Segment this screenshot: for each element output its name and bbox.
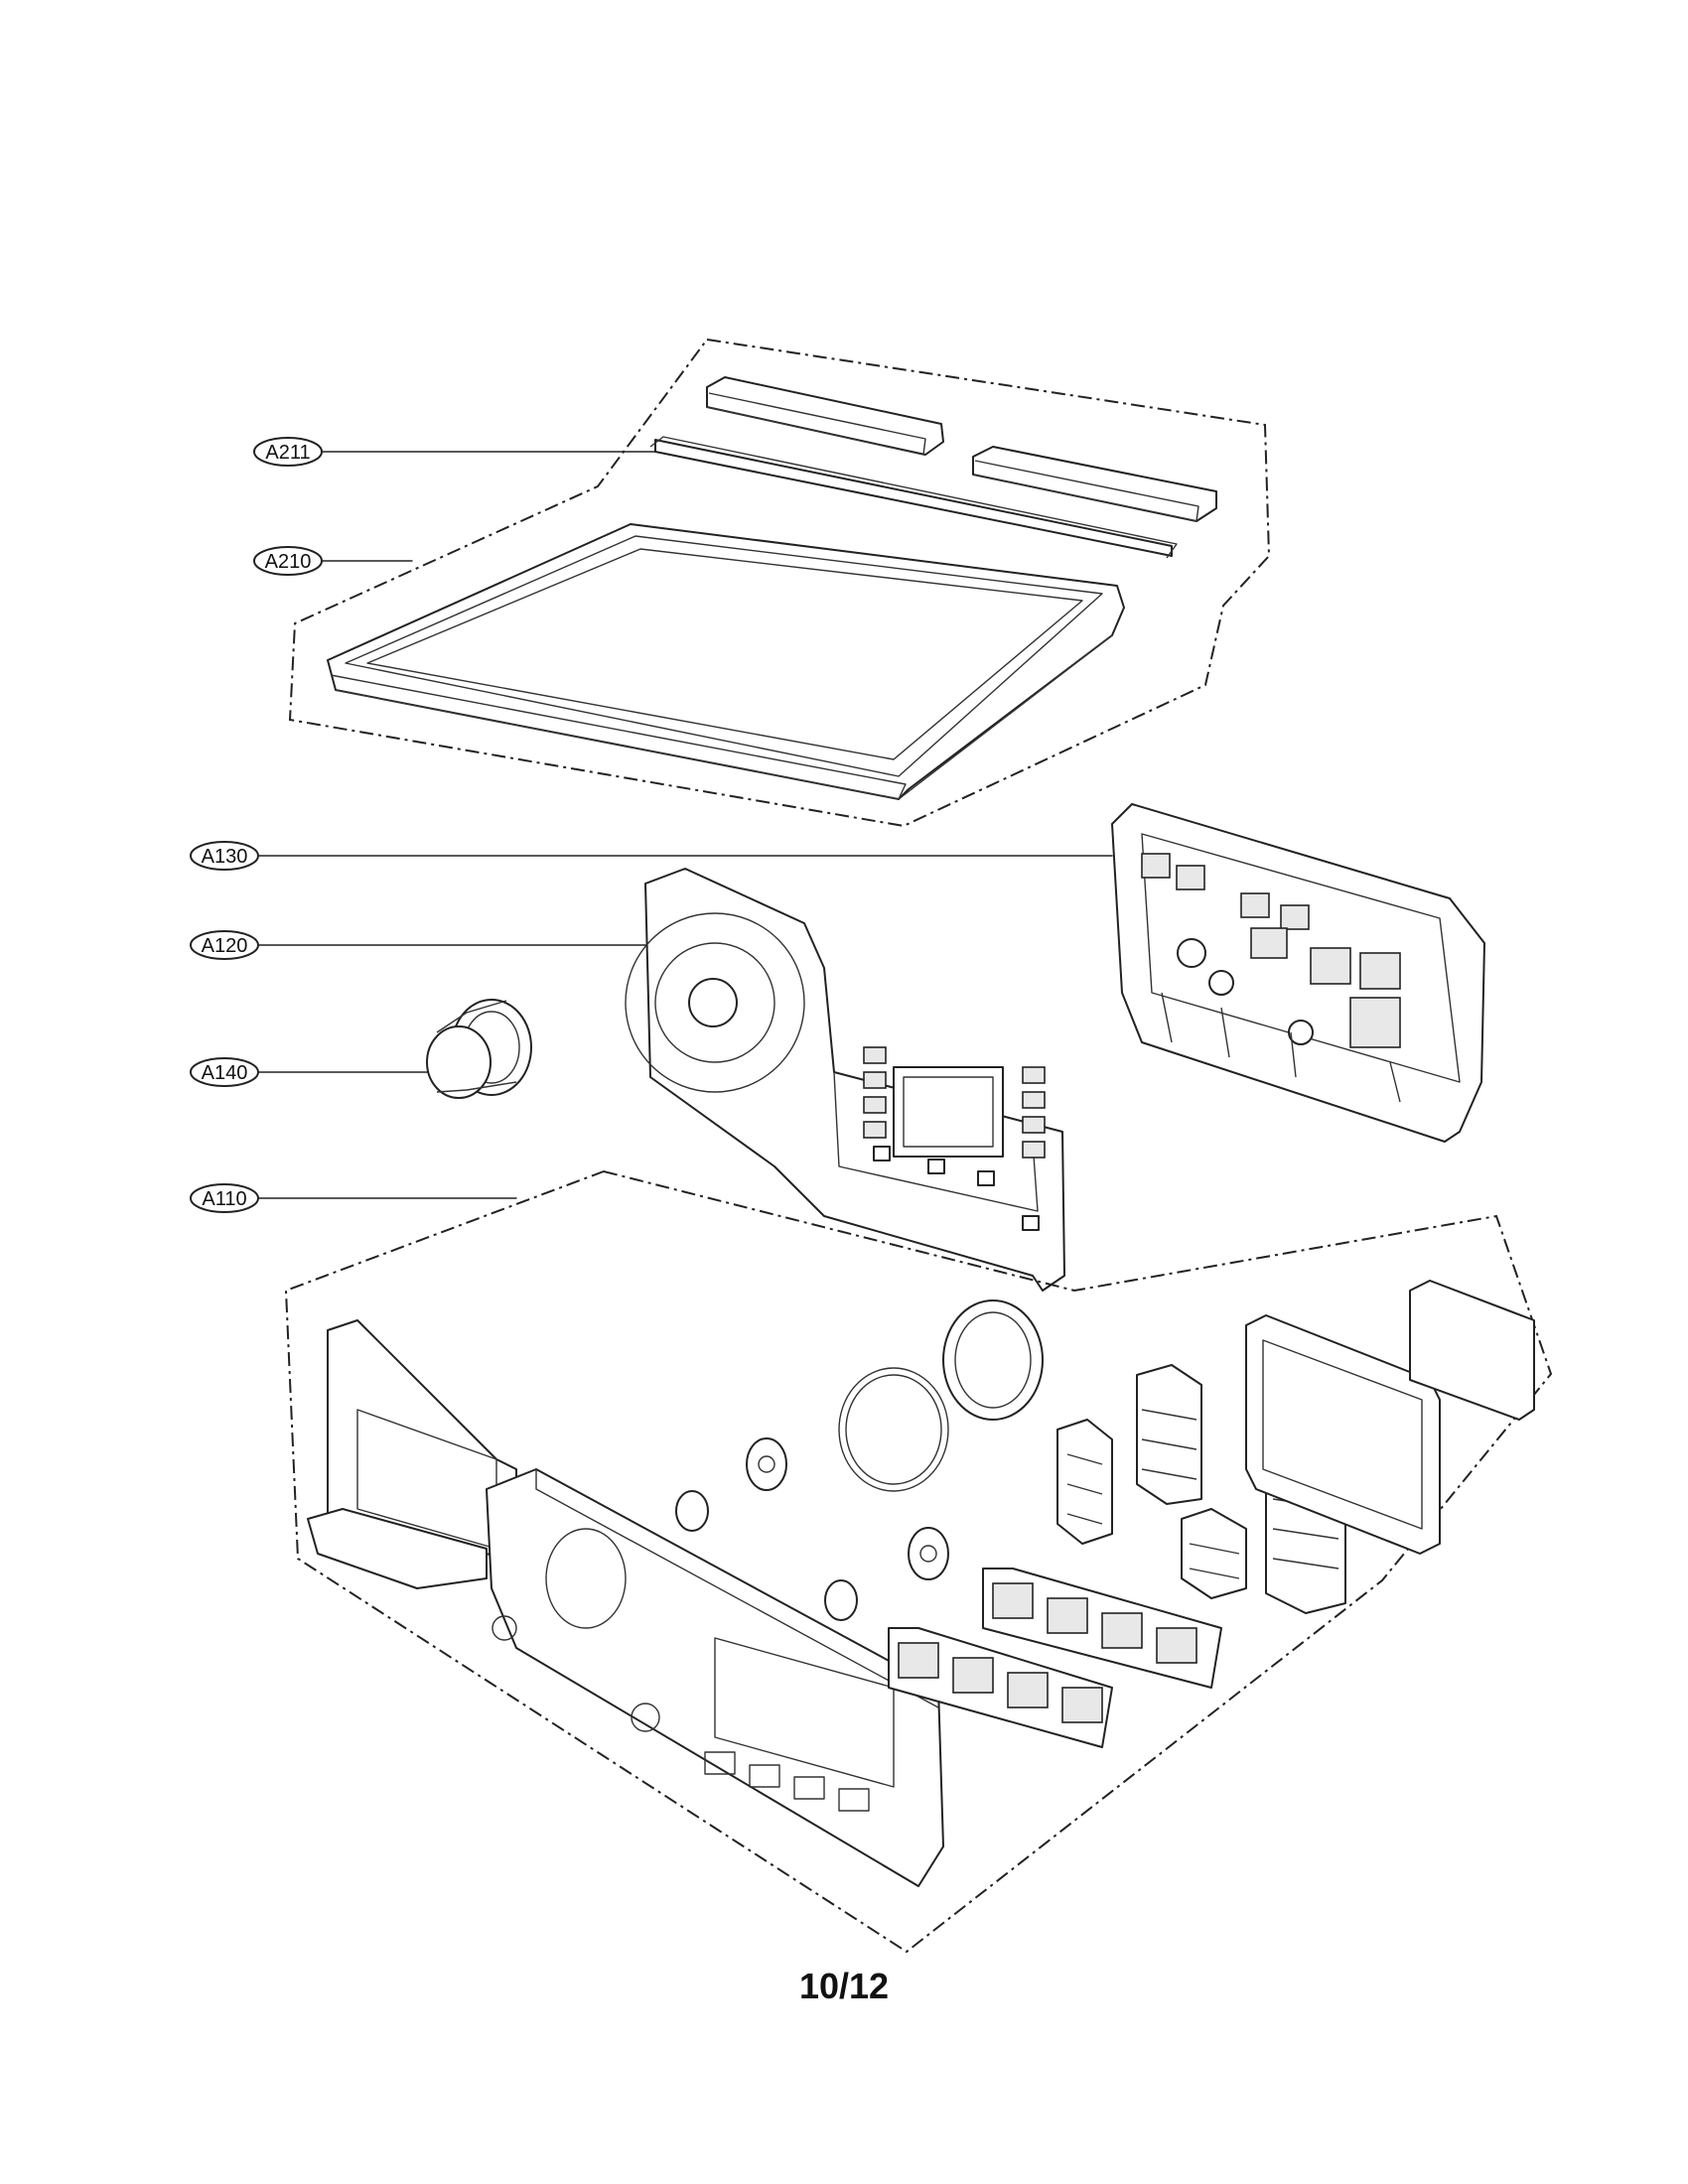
- callout-a210: A210: [253, 546, 413, 576]
- top-group-boundary: [288, 338, 1271, 828]
- callout-a211: A211: [253, 437, 656, 467]
- bottom-group-boundary: [284, 1169, 1553, 1954]
- callout-a120: A120: [190, 930, 646, 960]
- page-number: 10/12: [798, 1966, 890, 2006]
- part-a130-main-pcb: [1111, 803, 1485, 1143]
- rings-and-collars: [675, 1299, 1044, 1621]
- part-a110-control-panel: [307, 1319, 944, 1887]
- callout-a140: A140: [190, 1057, 428, 1087]
- callout-a130: A130: [190, 841, 1113, 871]
- callout-a210-text: A210: [265, 551, 312, 573]
- part-a140-knob: [426, 999, 532, 1099]
- button-strips: [888, 1568, 1222, 1748]
- callout-a110: A110: [190, 1183, 517, 1213]
- callout-labels: A211 A210 A130 A120 A140 A110: [190, 437, 1113, 1213]
- callout-a140-text: A140: [202, 1062, 248, 1084]
- callout-a110-text: A110: [202, 1188, 246, 1210]
- callout-a130-text: A130: [202, 846, 248, 868]
- part-a120-display-pcb: [625, 868, 1065, 1292]
- display-window: [1245, 1280, 1535, 1555]
- callout-a211-text: A211: [265, 442, 310, 464]
- callout-a120-text: A120: [202, 935, 248, 957]
- part-a211-rail: [649, 376, 1217, 559]
- control-panel-assembly: [284, 1169, 1553, 1954]
- top-cover-assembly: [288, 338, 1271, 828]
- part-a210-lid: [327, 523, 1125, 800]
